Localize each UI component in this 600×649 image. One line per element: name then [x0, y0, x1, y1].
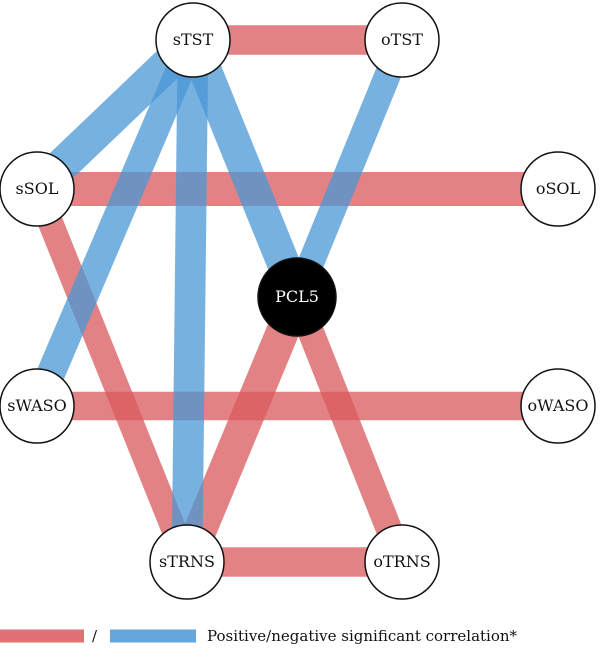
node-oTRNS: oTRNS [364, 524, 440, 600]
node-circle [0, 368, 75, 444]
node-label: sSOL [16, 179, 59, 198]
edge-sTST-PCL5 [177, 33, 313, 304]
node-sWASO: sWASO [0, 368, 75, 444]
node-circle [0, 151, 75, 227]
nodes-layer: sTST oTST sSOL oSOL PCL5 sWASO oWASO sTRNS oTRNS [0, 2, 596, 600]
node-label: PCL5 [275, 287, 319, 306]
edge-sSOL-sTRNS [25, 184, 199, 567]
node-label: sTST [173, 30, 214, 49]
legend: / Positive/negative significant correlat… [0, 627, 518, 645]
node-oTST: oTST [364, 2, 440, 78]
node-label: sWASO [7, 396, 67, 415]
edge-sTST-sTRNS [171, 39, 209, 563]
node-oWASO: oWASO [520, 368, 596, 444]
node-label: oTST [381, 30, 423, 49]
node-circle [520, 151, 596, 227]
node-label: oWASO [528, 396, 589, 415]
edge-PCL5-sTRNS [171, 290, 313, 569]
edge-oTST-PCL5 [284, 35, 415, 302]
node-label: oSOL [536, 179, 581, 198]
node-sTST: sTST [155, 2, 231, 78]
node-circle [520, 368, 596, 444]
node-sTRNS: sTRNS [149, 524, 225, 600]
legend-separator: / [92, 627, 98, 645]
node-circle [257, 257, 337, 337]
node-circle [155, 2, 231, 78]
node-circle [149, 524, 225, 600]
node-circle [364, 2, 440, 78]
node-oSOL: oSOL [520, 151, 596, 227]
legend-text: Positive/negative significant correlatio… [207, 627, 518, 645]
node-PCL5: PCL5 [257, 257, 337, 337]
node-label: oTRNS [373, 552, 430, 571]
node-sSOL: sSOL [0, 151, 75, 227]
node-label: sTRNS [159, 552, 215, 571]
edges-layer [23, 25, 558, 577]
edge-sTST-sWASO [23, 34, 207, 412]
edge-PCL5-oTRNS [284, 292, 415, 567]
node-circle [364, 524, 440, 600]
